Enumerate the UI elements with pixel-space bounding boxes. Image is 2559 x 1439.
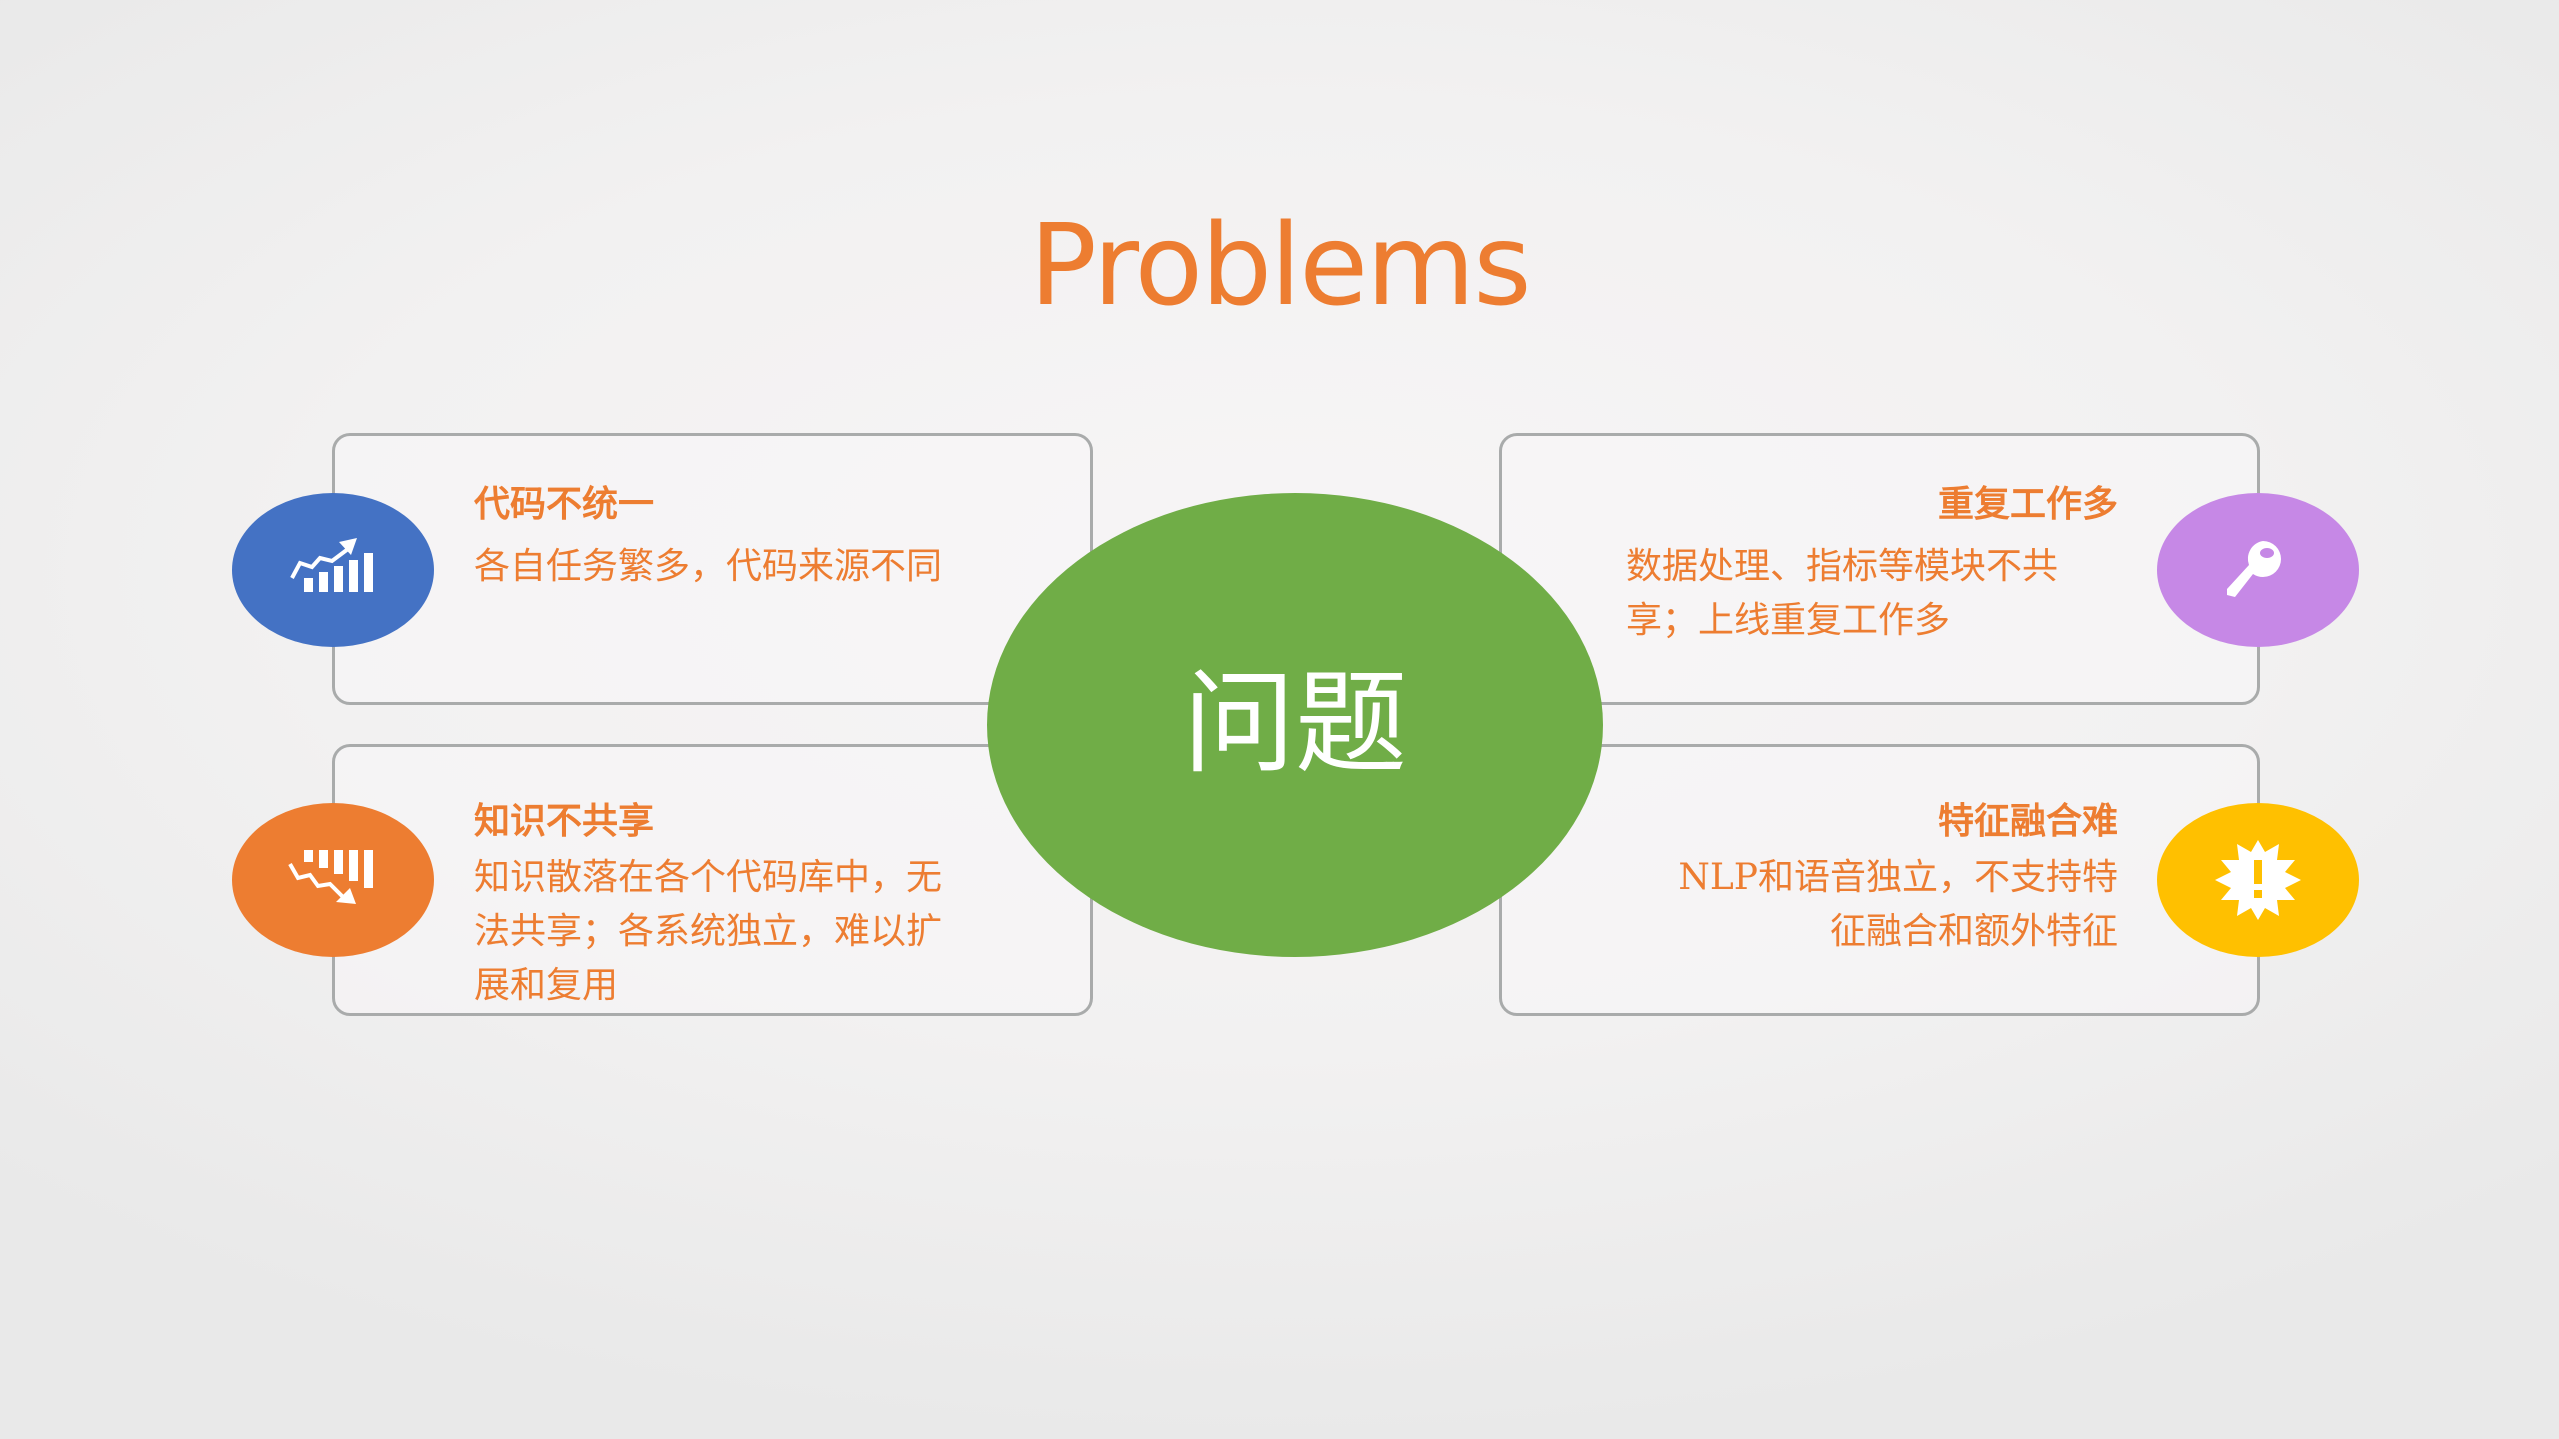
problem-card-repeated-work: [1499, 433, 2260, 705]
problem-description: 知识散落在各个代码库中，无法共享；各系统独立，难以扩展和复用: [474, 857, 943, 1006]
problem-card-code-inconsistency: [332, 433, 1093, 705]
slide-title: Problems: [1029, 201, 1531, 331]
problem-card-knowledge-not-shared: [332, 744, 1093, 1016]
problem-heading: 知识不共享: [474, 800, 655, 842]
key-icon: [2227, 541, 2282, 597]
problem-heading: 代码不统一: [474, 483, 655, 525]
problem-card-feature-fusion: [1499, 744, 2260, 1016]
center-label: 问题: [1183, 659, 1407, 789]
problem-description: 数据处理、指标等模块不共享；上线重复工作多: [1626, 546, 2059, 641]
chart-down-badge: [232, 803, 434, 957]
key-badge: [2157, 493, 2359, 647]
problem-description: NLP和语音独立，不支持特征融合和额外特征: [1678, 857, 2118, 952]
alert-burst-icon: [2215, 840, 2301, 920]
center-problem-node: 问题: [987, 493, 1603, 957]
problem-heading: 重复工作多: [1937, 483, 2118, 525]
chart-up-badge: [232, 493, 434, 647]
chart-down-icon: [288, 850, 373, 904]
problem-heading: 特征融合难: [1937, 800, 2118, 842]
chart-up-icon: [290, 538, 373, 592]
alert-badge: [2157, 803, 2359, 957]
problem-description: 各自任务繁多，代码来源不同: [474, 546, 943, 587]
